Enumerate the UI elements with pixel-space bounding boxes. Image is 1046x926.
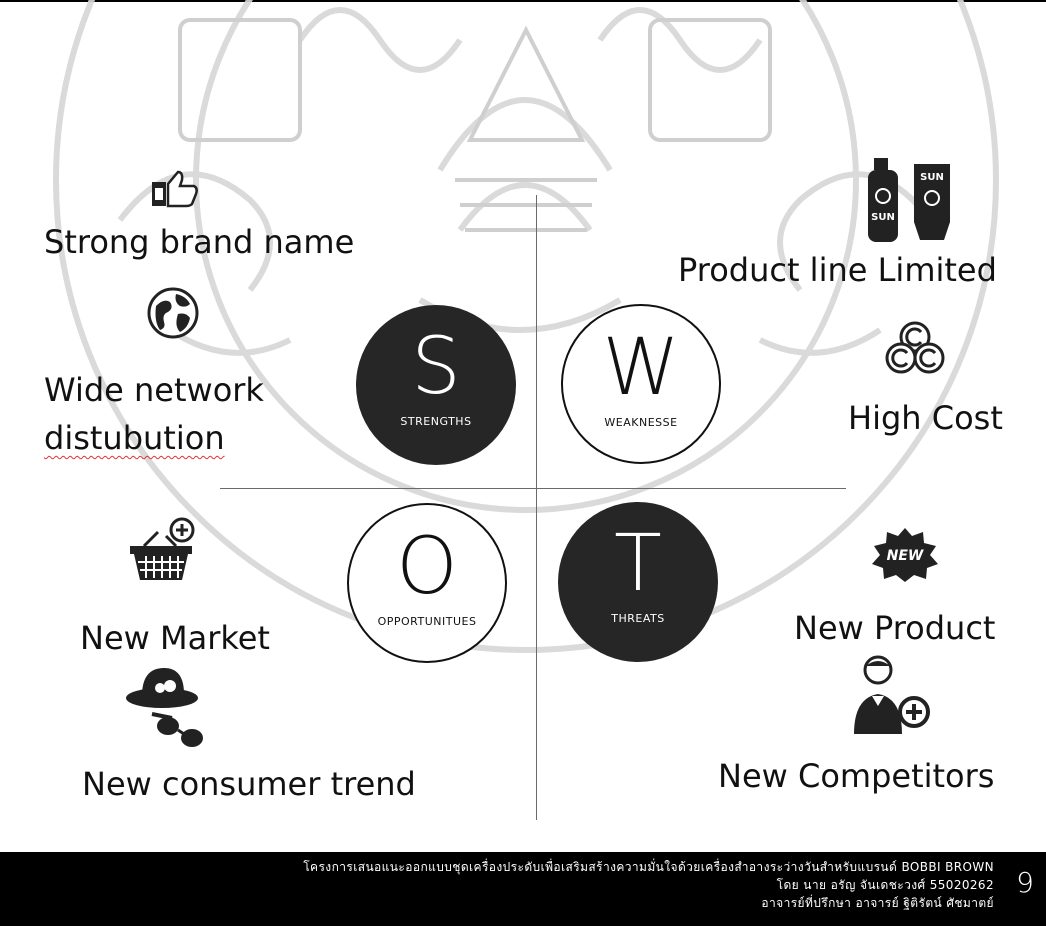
sunscreen-icon: SUN SUN [868,158,950,242]
footer-author: โดย นาย อรัญ จันเดชะวงศ์ 55020262 [776,878,994,892]
page-number: 9 [1016,866,1034,899]
globe-icon [147,287,199,339]
person-plus-icon [854,655,930,734]
threats-word: THREATS [611,612,665,625]
strengths-letter: S [411,322,461,412]
threats-circle: T THREATS [558,502,718,662]
weaknesses-word: WEAKNESSE [604,416,678,429]
new-badge-icon: NEW [872,528,938,582]
weaknesses-letter: W [602,323,680,413]
distubution: distubution [44,419,225,457]
weaknesses-circle: W WEAKNESSE [561,304,721,464]
top-border [0,0,1046,2]
opportunities-circle: O OPPORTUNITUES [347,503,507,663]
new-product: New Product [794,609,996,647]
strengths-circle: S STRENGTHS [356,305,516,465]
vertical-divider [536,195,537,820]
thumbs-up-icon [152,170,198,208]
horizontal-divider [220,488,846,489]
new-market: New Market [80,619,270,657]
high-cost: High Cost [848,399,1003,437]
new-consumer-trend: New consumer trend [82,765,416,803]
slide: S STRENGTHS W WEAKNESSE O OPPORTUNITUES … [0,0,1046,820]
basket-plus-icon [130,517,195,580]
new-competitors: New Competitors [718,757,995,795]
threats-letter: T [614,519,662,609]
product-line-limited: Product line Limited [678,251,997,289]
strong-brand-name: Strong brand name [44,223,355,261]
wide-network: Wide network [44,371,264,409]
opportunities-word: OPPORTUNITUES [377,615,477,628]
footer-advisor: อาจารย์ที่ปรึกษา อาจารย์ ฐิติรัตน์ ศัชมา… [761,896,994,910]
copyright-coins-icon [885,321,945,374]
new-badge-text: NEW [887,548,924,564]
hat-sunglasses-icon [126,668,203,747]
footer: โครงการเสนอแนะออกแบบชุดเครื่องประดับเพื่… [0,852,1046,926]
footer-credits: โครงการเสนอแนะออกแบบชุดเครื่องประดับเพื่… [303,858,994,912]
footer-project-title: โครงการเสนอแนะออกแบบชุดเครื่องประดับเพื่… [303,860,994,874]
university-seal-watermark [53,0,999,653]
strengths-word: STRENGTHS [400,415,472,428]
sun-text-tube: SUN [920,172,944,183]
opportunities-letter: O [396,522,458,612]
sun-text-bottle: SUN [871,212,895,223]
